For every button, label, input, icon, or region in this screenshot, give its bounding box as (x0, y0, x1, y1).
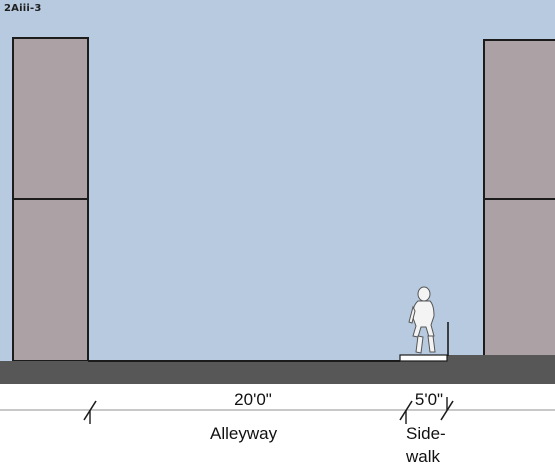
sidewalk-label-line-2: walk (406, 446, 441, 466)
pedestrian-icon (408, 286, 436, 354)
sidewalk-width-label: 5'0" (414, 390, 444, 409)
sky-backdrop (0, 0, 555, 384)
plate-label: 2Aiii-3 (4, 3, 42, 14)
dimension-end-tails (89, 397, 448, 424)
sidewalk-slab (399, 354, 448, 362)
alleyway-label-line-1: Alleyway (210, 424, 278, 443)
dim-tick-right (440, 400, 454, 421)
plate-label-tab (0, 0, 36, 16)
ground-step (447, 355, 555, 363)
sidewalk-label-line-1: Side- (406, 424, 446, 443)
alleyway-width-label: 20'0" (234, 390, 272, 409)
ground-strip (0, 361, 555, 384)
alleyway-label: Alleyway (210, 423, 277, 446)
sidewalk-label: Side- walk (406, 423, 446, 469)
